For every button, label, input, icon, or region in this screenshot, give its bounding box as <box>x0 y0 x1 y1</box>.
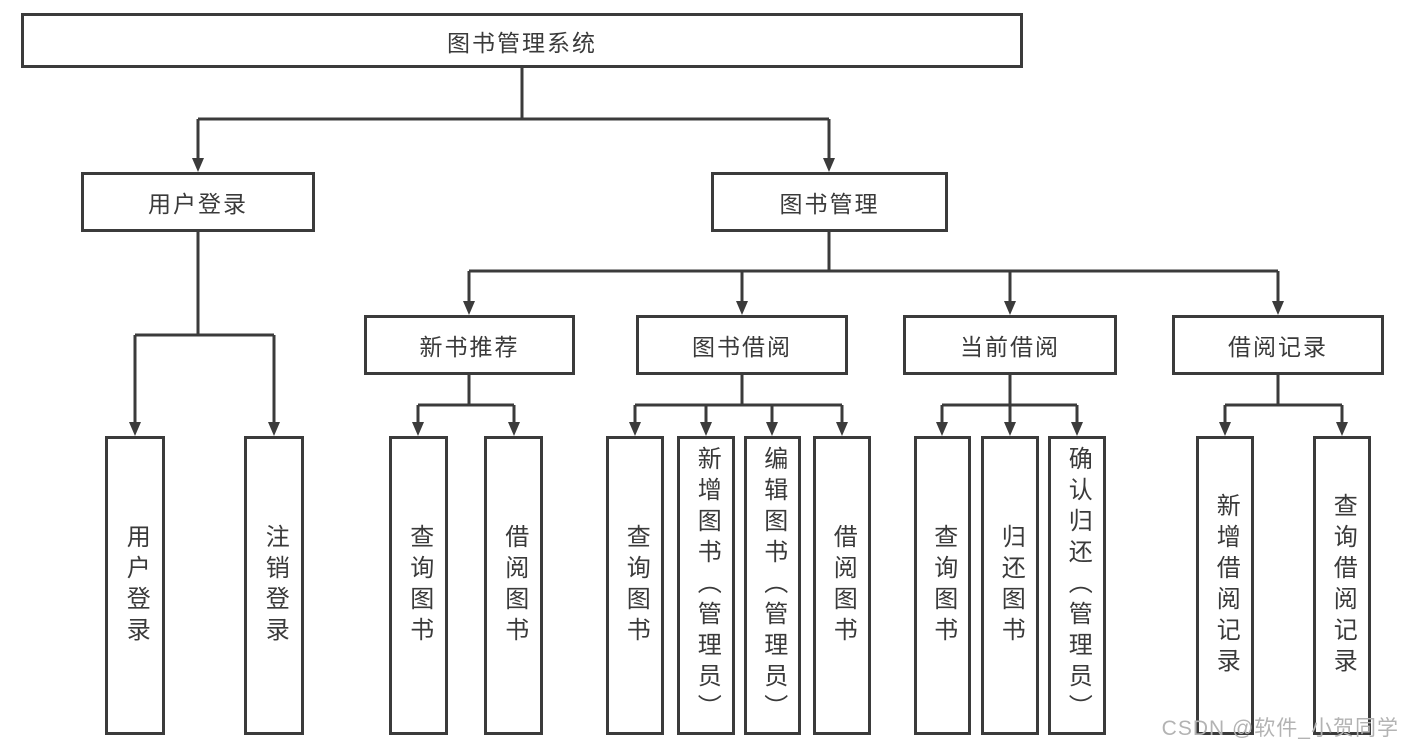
node-book-borrowing: 图书借阅 <box>636 315 848 375</box>
node-book-borrowing-label: 图书借阅 <box>692 334 792 360</box>
node-book-management-label: 图书管理 <box>779 191 880 217</box>
node-borrowing-records-label: 借阅记录 <box>1228 334 1328 360</box>
leaf-borrow-books-borrowing: 借阅图书 <box>813 436 871 735</box>
leaf-logout: 注销登录 <box>244 436 304 735</box>
node-user-login: 用户登录 <box>81 172 315 232</box>
leaf-user-login: 用户登录 <box>105 436 165 735</box>
csdn-watermark: CSDN @软件_小贺同学 <box>1161 717 1399 740</box>
node-book-management: 图书管理 <box>711 172 948 232</box>
leaf-add-book-admin-label: 新增图书（管理员） <box>693 446 721 725</box>
leaf-edit-book-admin-label: 编辑图书（管理员） <box>759 446 787 725</box>
leaf-query-books-recommend-label: 查询图书 <box>405 523 433 648</box>
leaf-query-books-borrowing-label: 查询图书 <box>622 523 650 648</box>
leaf-return-book: 归还图书 <box>981 436 1039 735</box>
leaf-add-borrow-record-label: 新增借阅记录 <box>1212 492 1240 679</box>
tree-edges <box>133 68 1344 424</box>
leaf-borrow-books-recommend: 借阅图书 <box>484 436 543 735</box>
leaf-user-login-label: 用户登录 <box>122 523 150 648</box>
node-current-borrowing-label: 当前借阅 <box>960 334 1060 360</box>
leaf-logout-label: 注销登录 <box>261 523 289 648</box>
leaf-query-books-borrowing: 查询图书 <box>606 436 664 735</box>
leaf-query-books-recommend: 查询图书 <box>389 436 448 735</box>
leaf-confirm-return-admin-label: 确认归还（管理员） <box>1064 446 1092 725</box>
leaf-query-books-current-label: 查询图书 <box>929 523 957 648</box>
node-user-login-label: 用户登录 <box>148 191 248 217</box>
node-current-borrowing: 当前借阅 <box>903 315 1117 375</box>
node-borrowing-records: 借阅记录 <box>1172 315 1384 375</box>
node-new-book-recommend: 新书推荐 <box>364 315 575 375</box>
leaf-borrow-books-recommend-label: 借阅图书 <box>500 523 528 648</box>
node-root-label: 图书管理系统 <box>447 29 597 56</box>
leaf-add-borrow-record: 新增借阅记录 <box>1196 436 1254 735</box>
leaf-confirm-return-admin: 确认归还（管理员） <box>1048 436 1106 735</box>
leaf-query-borrow-record-label: 查询借阅记录 <box>1329 492 1357 679</box>
leaf-return-book-label: 归还图书 <box>997 523 1025 648</box>
leaf-edit-book-admin: 编辑图书（管理员） <box>744 436 801 735</box>
leaf-query-borrow-record: 查询借阅记录 <box>1313 436 1371 735</box>
node-new-book-recommend-label: 新书推荐 <box>419 334 520 360</box>
leaf-add-book-admin: 新增图书（管理员） <box>677 436 735 735</box>
leaf-query-books-current: 查询图书 <box>914 436 971 735</box>
node-root-system: 图书管理系统 <box>21 13 1023 68</box>
leaf-borrow-books-borrowing-label: 借阅图书 <box>829 523 857 648</box>
